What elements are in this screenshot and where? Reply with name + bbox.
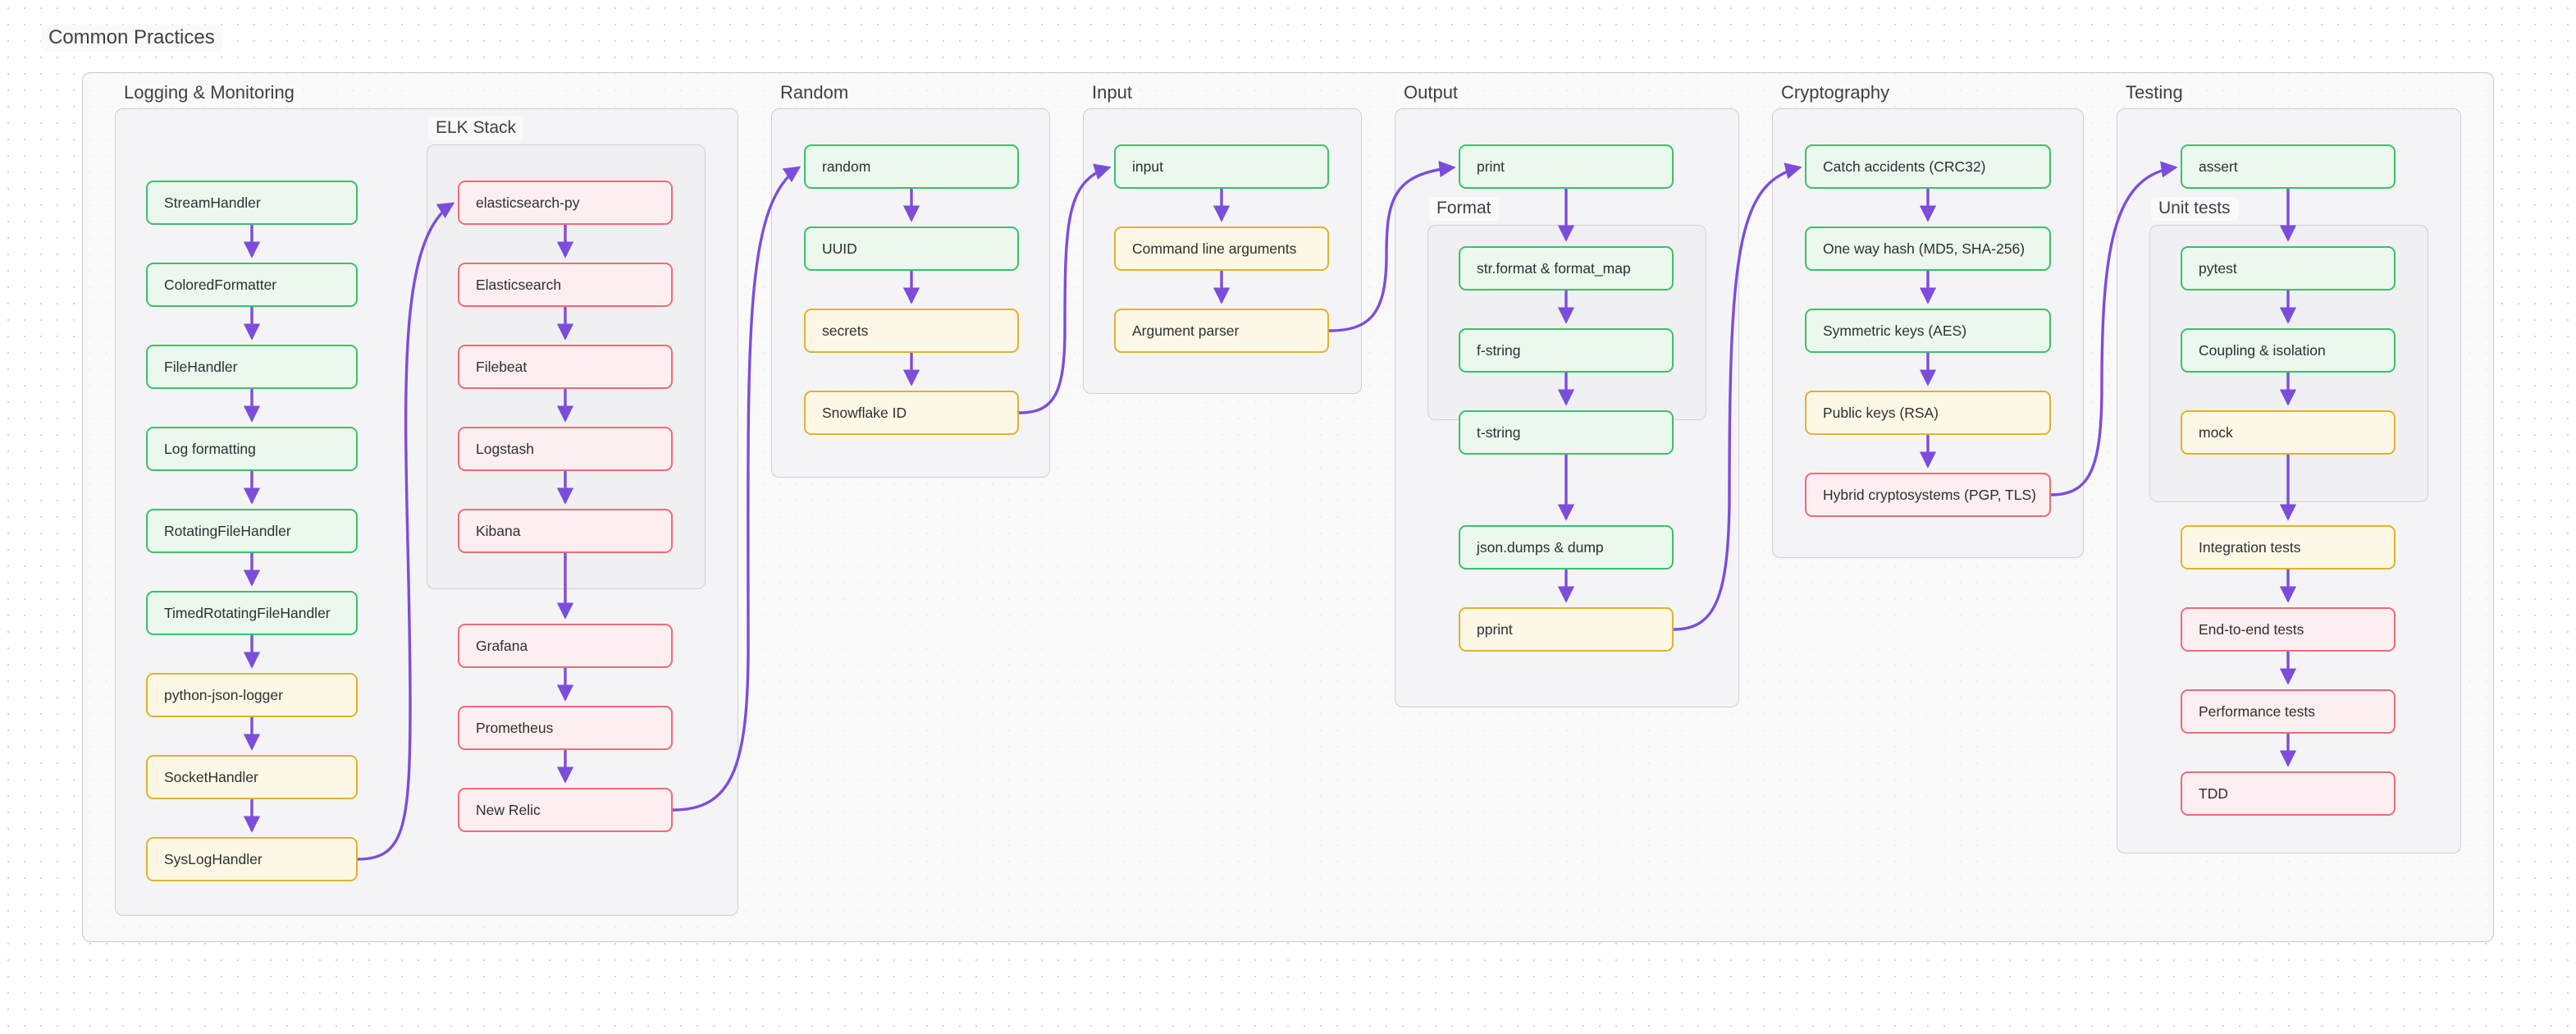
node-mock[interactable]: mock — [2181, 410, 2396, 455]
node-elasticsearch-py[interactable]: elasticsearch-py — [458, 181, 673, 225]
node-str-format[interactable]: str.format & format_map — [1459, 246, 1674, 291]
node-argument-parser[interactable]: Argument parser — [1114, 309, 1329, 353]
node-kibana[interactable]: Kibana — [458, 509, 673, 553]
node-elasticsearch[interactable]: Elasticsearch — [458, 263, 673, 307]
node-public-keys[interactable]: Public keys (RSA) — [1805, 391, 2051, 435]
group-title-input: Input — [1085, 80, 1140, 106]
node-hybrid-cryptosystems[interactable]: Hybrid cryptosystems (PGP, TLS) — [1805, 473, 2051, 517]
group-title-elk: ELK Stack — [428, 117, 524, 141]
node-catch-accidents[interactable]: Catch accidents (CRC32) — [1805, 144, 2051, 189]
node-tdd[interactable]: TDD — [2181, 771, 2396, 816]
node-uuid[interactable]: UUID — [804, 226, 1019, 271]
node-streamhandler[interactable]: StreamHandler — [146, 181, 358, 225]
node-new-relic[interactable]: New Relic — [458, 788, 673, 832]
node-coloredformatter[interactable]: ColoredFormatter — [146, 263, 358, 307]
node-timedrotatingfilehandler[interactable]: TimedRotatingFileHandler — [146, 591, 358, 635]
node-integration-tests[interactable]: Integration tests — [2181, 525, 2396, 570]
node-python-json-logger[interactable]: python-json-logger — [146, 673, 358, 717]
node-print[interactable]: print — [1459, 144, 1674, 189]
node-prometheus[interactable]: Prometheus — [458, 706, 673, 750]
node-logstash[interactable]: Logstash — [458, 427, 673, 471]
group-title-unit-tests: Unit tests — [2151, 197, 2238, 222]
node-snowflake-id[interactable]: Snowflake ID — [804, 391, 1019, 435]
node-filehandler[interactable]: FileHandler — [146, 345, 358, 389]
node-pprint[interactable]: pprint — [1459, 607, 1674, 652]
node-syslodhandler[interactable]: SysLogHandler — [146, 837, 358, 881]
group-title-logging: Logging & Monitoring — [116, 80, 302, 106]
node-end-to-end-tests[interactable]: End-to-end tests — [2181, 607, 2396, 652]
node-coupling-isolation[interactable]: Coupling & isolation — [2181, 328, 2396, 373]
node-random[interactable]: random — [804, 144, 1019, 189]
node-assert[interactable]: assert — [2181, 144, 2396, 189]
node-input[interactable]: input — [1114, 144, 1329, 189]
node-performance-tests[interactable]: Performance tests — [2181, 689, 2396, 734]
node-symmetric-keys[interactable]: Symmetric keys (AES) — [1805, 309, 2051, 353]
node-grafana[interactable]: Grafana — [458, 624, 673, 668]
node-log-formatting[interactable]: Log formatting — [146, 427, 358, 471]
node-one-way-hash[interactable]: One way hash (MD5, SHA-256) — [1805, 226, 2051, 271]
group-title-format: Format — [1429, 197, 1499, 222]
node-pytest[interactable]: pytest — [2181, 246, 2396, 291]
node-sockethandler[interactable]: SocketHandler — [146, 755, 358, 799]
group-title-random: Random — [773, 80, 856, 106]
node-f-string[interactable]: f-string — [1459, 328, 1674, 373]
node-secrets[interactable]: secrets — [804, 309, 1019, 353]
group-title-cryptography: Cryptography — [1774, 80, 1898, 106]
node-command-line-arguments[interactable]: Command line arguments — [1114, 226, 1329, 271]
node-json-dumps[interactable]: json.dumps & dump — [1459, 525, 1674, 570]
node-t-string[interactable]: t-string — [1459, 410, 1674, 455]
diagram-title: Common Practices — [41, 25, 222, 52]
group-title-output: Output — [1396, 80, 1466, 106]
node-rotatingfilehandler[interactable]: RotatingFileHandler — [146, 509, 358, 553]
group-title-testing: Testing — [2118, 80, 2190, 106]
node-filebeat[interactable]: Filebeat — [458, 345, 673, 389]
